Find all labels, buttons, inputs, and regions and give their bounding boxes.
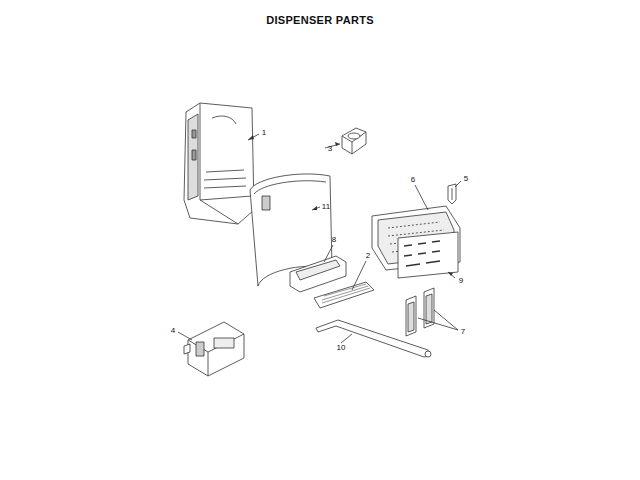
callout-number: 7: [460, 327, 466, 337]
leader-arrowheads: [248, 135, 453, 276]
dispenser-housing: [184, 103, 254, 224]
callout-number: 2: [365, 251, 371, 261]
clip: [448, 184, 456, 204]
callout-number: 9: [458, 276, 464, 286]
tray: [290, 256, 346, 292]
leader-lines: [178, 134, 461, 343]
callout-number: 6: [410, 175, 416, 185]
callout-number: 11: [321, 202, 331, 212]
callout-number: 1: [261, 128, 267, 138]
pads: [406, 288, 434, 336]
callout-number: 8: [331, 235, 337, 245]
callout-number: 4: [170, 326, 176, 336]
diagram-title: DISPENSER PARTS: [266, 15, 374, 26]
callout-number: 10: [336, 343, 347, 353]
front-panel: [398, 232, 458, 278]
callout-number: 5: [463, 174, 469, 184]
actuator-module: [184, 322, 244, 376]
drip-grille: [314, 282, 374, 308]
callout-number: 3: [327, 144, 333, 154]
small-module: [342, 128, 366, 154]
